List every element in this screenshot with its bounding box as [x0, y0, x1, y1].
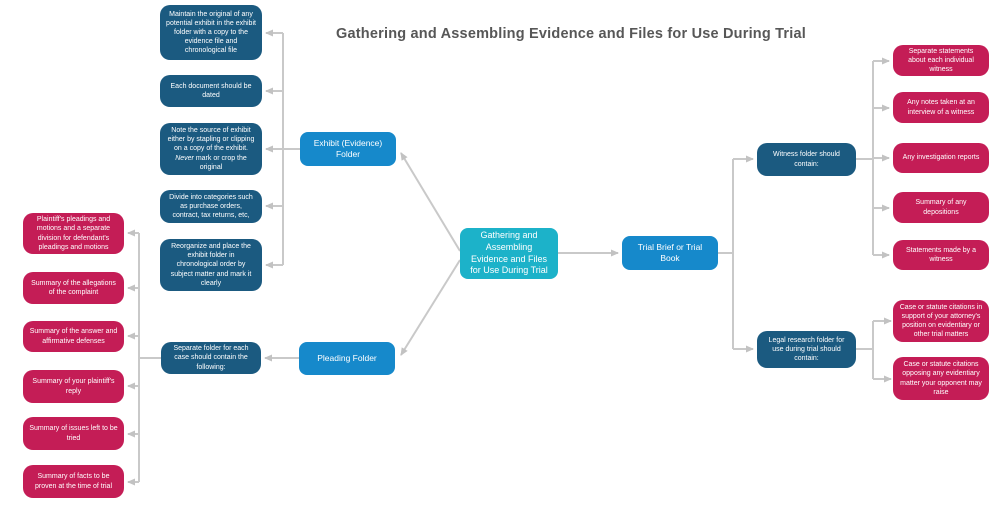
node-witness-child[interactable]: Any notes taken at an interview of a wit…: [893, 92, 989, 123]
node-exhibit-child[interactable]: Each document should be dated: [160, 75, 262, 107]
node-witness-child[interactable]: Summary of any depositions: [893, 192, 989, 223]
node-label: Summary of issues left to be tried: [29, 425, 118, 442]
node-pleading-child[interactable]: Summary of facts to be proven at the tim…: [23, 465, 124, 498]
node-label: Separate folder for each case should con…: [173, 345, 249, 371]
node-pleading-child[interactable]: Plaintiff's pleadings and motions and a …: [23, 213, 124, 254]
node-label: Witness folder should contain:: [773, 151, 840, 168]
node-pleading-sub[interactable]: Separate folder for each case should con…: [161, 342, 261, 374]
node-pleading-child[interactable]: Summary of your plaintiff's reply: [23, 370, 124, 403]
node-label: Any notes taken at an interview of a wit…: [907, 99, 975, 116]
node-label: Separate statements about each individua…: [908, 47, 974, 74]
node-label: Reorganize and place the exhibit folder …: [170, 243, 252, 287]
node-pleading-child[interactable]: Summary of the allegations of the compla…: [23, 272, 124, 304]
node-label: Case or statute citations in support of …: [899, 303, 983, 339]
node-legal-research[interactable]: Legal research folder for use during tri…: [757, 331, 856, 368]
node-label: Any investigation reports: [902, 154, 980, 162]
node-legal-child[interactable]: Case or statute citations opposing any e…: [893, 357, 989, 400]
node-label: Summary of any depositions: [915, 199, 967, 216]
node-label: Each document should be dated: [170, 82, 252, 99]
node-pleading-child[interactable]: Summary of the answer and affirmative de…: [23, 321, 124, 352]
node-exhibit-child[interactable]: Reorganize and place the exhibit folder …: [160, 239, 262, 291]
trial-brief-branch-connectors: [557, 155, 754, 353]
node-label: Summary of the answer and affirmative de…: [29, 328, 118, 345]
node-label: Summary of facts to be proven at the tim…: [34, 473, 113, 490]
pleading-branch-connectors: [127, 229, 461, 486]
node-exhibit-child[interactable]: Maintain the original of any potential e…: [160, 5, 262, 60]
node-label: Divide into categories such as purchase …: [169, 193, 253, 220]
node-label: Note the source of exhibit either by sta…: [167, 127, 255, 171]
node-witness-child[interactable]: Any investigation reports: [893, 143, 989, 173]
node-trial-brief[interactable]: Trial Brief or Trial Book: [622, 236, 718, 270]
node-exhibit-child[interactable]: Note the source of exhibit either by sta…: [160, 123, 262, 175]
node-legal-child[interactable]: Case or statute citations in support of …: [893, 300, 989, 342]
legal-research-connectors: [856, 317, 892, 383]
node-label: Plaintiff's pleadings and motions and a …: [36, 216, 111, 251]
node-witness-child[interactable]: Separate statements about each individua…: [893, 45, 989, 76]
witness-folder-connectors: [856, 57, 890, 259]
node-witness-child[interactable]: Statements made by a witness: [893, 240, 989, 270]
node-pleading-folder[interactable]: Pleading Folder: [299, 342, 395, 375]
node-label: Summary of your plaintiff's reply: [32, 378, 115, 395]
node-label: Legal research folder for use during tri…: [768, 336, 845, 363]
diagram-title: Gathering and Assembling Evidence and Fi…: [336, 26, 806, 42]
node-exhibit-folder[interactable]: Exhibit (Evidence) Folder: [300, 132, 396, 166]
exhibit-branch-connectors: [265, 29, 461, 269]
node-label: Summary of the allegations of the compla…: [31, 279, 116, 296]
node-label: Statements made by a witness: [905, 246, 977, 263]
node-label: Case or statute citations opposing any e…: [900, 361, 982, 396]
node-label: Maintain the original of any potential e…: [166, 10, 256, 55]
node-pleading-child[interactable]: Summary of issues left to be tried: [23, 417, 124, 450]
node-exhibit-child[interactable]: Divide into categories such as purchase …: [160, 190, 262, 223]
node-witness-folder[interactable]: Witness folder should contain:: [757, 143, 856, 176]
node-label: Exhibit (Evidence) Folder: [313, 137, 383, 159]
node-label: Trial Brief or Trial Book: [637, 241, 703, 263]
node-label: Pleading Folder: [317, 352, 377, 363]
node-center-topic[interactable]: Gathering and Assembling Evidence and Fi…: [460, 228, 558, 279]
node-label: Gathering and Assembling Evidence and Fi…: [470, 230, 548, 276]
